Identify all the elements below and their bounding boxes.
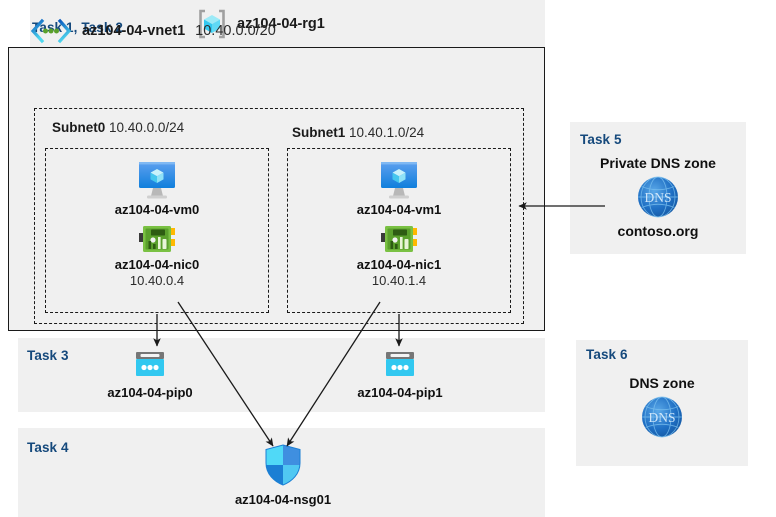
dns-icon-text: DNS <box>648 410 675 425</box>
nic0-ip: 10.40.0.4 <box>129 273 185 288</box>
nsg-name: az104-04-nsg01 <box>234 492 332 507</box>
subnet1-name: Subnet1 <box>292 125 346 140</box>
virtual-network-container <box>8 47 545 331</box>
resource-group-title: az104-04-rg1 <box>196 8 325 40</box>
subnet0-name: Subnet0 <box>52 120 106 135</box>
subnet0-header: Subnet0 10.40.0.0/24 <box>52 120 184 135</box>
private-dns-zone-title: Private DNS zone <box>600 155 716 171</box>
network-security-group-icon <box>264 444 302 486</box>
nic1-ip: 10.40.1.4 <box>371 273 427 288</box>
private-dns-zone-name: contoso.org <box>617 223 699 239</box>
virtual-machine-icon <box>378 160 420 200</box>
resource-group-icon <box>196 8 228 40</box>
task-label-3: Task 3 <box>27 348 69 363</box>
resource-group-name: az104-04-rg1 <box>237 16 325 32</box>
resource-group-panel <box>30 0 545 47</box>
pip1-name: az104-04-pip1 <box>357 385 443 400</box>
dns-zone-node: DNS zone DNS <box>592 375 732 440</box>
nic1-name: az104-04-nic1 <box>356 257 442 272</box>
private-dns-zone-node: Private DNS zone DN <box>588 155 728 239</box>
task-label-5: Task 5 <box>580 132 622 147</box>
public-ip-address-icon <box>384 350 416 380</box>
subnets-outer-boundary <box>34 108 524 324</box>
subnet0-resources: az104-04-vm0 az104-04-nic0 10.40.0.4 <box>57 160 257 288</box>
subnet0-cidr: 10.40.0.0/24 <box>109 120 185 135</box>
vm1-name: az104-04-vm1 <box>356 202 442 217</box>
vm0-name: az104-04-vm0 <box>114 202 200 217</box>
pip0-name: az104-04-pip0 <box>107 385 193 400</box>
dns-icon-text: DNS <box>644 190 671 205</box>
public-ip-1-node: az104-04-pip1 <box>320 350 480 400</box>
task-label-4: Task 4 <box>27 440 69 455</box>
dns-zone-title: DNS zone <box>629 375 695 391</box>
subnet1-cidr: 10.40.1.0/24 <box>349 125 425 140</box>
public-ip-0-node: az104-04-pip0 <box>70 350 230 400</box>
network-interface-icon <box>380 223 418 255</box>
task-label-6: Task 6 <box>586 347 628 362</box>
network-security-group-node: az104-04-nsg01 <box>203 444 363 507</box>
subnet1-boundary <box>287 148 511 313</box>
subnet1-header: Subnet1 10.40.1.0/24 <box>292 125 424 140</box>
dns-zone-icon: DNS <box>635 174 681 220</box>
virtual-network-cidr: 10.40.0.0/20 <box>195 23 276 39</box>
subnet0-boundary <box>45 148 269 313</box>
virtual-network-icon <box>30 18 72 44</box>
subnet1-resources: az104-04-vm1 az104-04-nic1 10.40.1.4 <box>299 160 499 288</box>
dns-zone-icon: DNS <box>639 394 685 440</box>
virtual-network-title: az104-04-vnet1 10.40.0.0/20 <box>30 18 276 44</box>
virtual-machine-icon <box>136 160 178 200</box>
public-ip-address-icon <box>134 350 166 380</box>
network-interface-icon <box>138 223 176 255</box>
nic0-name: az104-04-nic0 <box>114 257 200 272</box>
virtual-network-name: az104-04-vnet1 <box>82 23 186 39</box>
task3-panel <box>18 338 545 412</box>
